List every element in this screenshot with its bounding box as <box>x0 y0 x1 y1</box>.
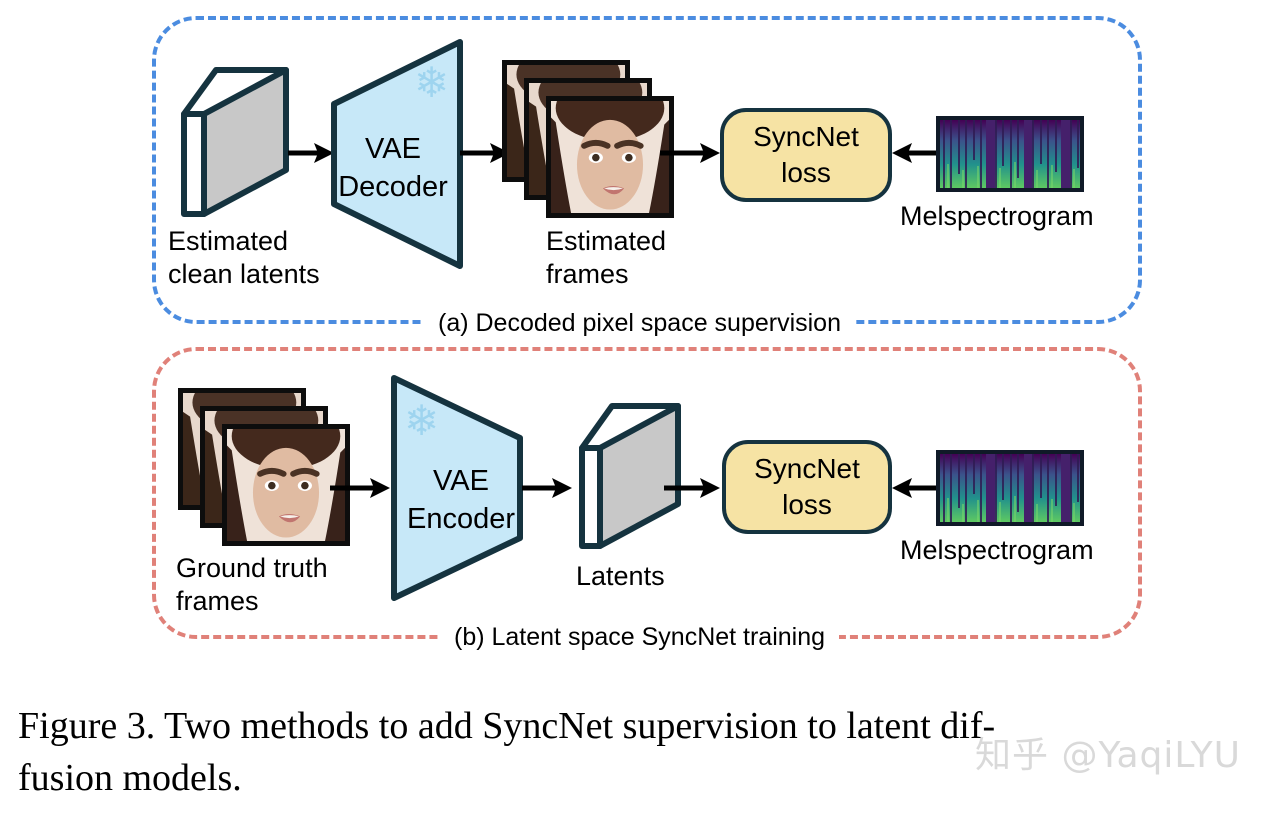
syncnet-loss-line1: SyncNet <box>753 121 859 152</box>
arrow-frames-to-loss-a <box>660 140 722 166</box>
estimated-clean-latents-slab-icon <box>176 62 294 222</box>
snowflake-icon: ❄ <box>404 397 440 444</box>
snowflake-icon: ❄ <box>414 59 450 106</box>
vae-decoder-block: ❄ VAE Decoder <box>318 38 468 270</box>
syncnet-loss-box-b: SyncNet loss <box>722 440 892 534</box>
latents-slab-icon <box>574 398 686 554</box>
syncnet-loss-box-a: SyncNet loss <box>720 108 892 202</box>
arrow-mel-to-loss-a <box>892 140 940 166</box>
estimated-frames-label: Estimated frames <box>546 226 667 289</box>
arrow-latents-to-vae-a <box>288 140 336 166</box>
ground-truth-frames-stack-icon <box>178 388 354 546</box>
melspectrogram-icon-a <box>936 116 1084 192</box>
syncnet-loss-line1: SyncNet <box>754 453 860 484</box>
vae-encoder-block: ❄ VAE Encoder <box>386 372 536 602</box>
arrow-vae-to-latents-b <box>522 475 574 501</box>
estimated-frames-stack-icon <box>502 60 678 218</box>
melspectrogram-label-b: Melspectrogram <box>900 535 1094 565</box>
watermark: 知乎 @YaqiLYU <box>975 735 1242 776</box>
arrow-vae-to-frames-a <box>460 140 512 166</box>
arrow-latents-to-loss-b <box>664 475 722 501</box>
face-frame-front <box>222 424 350 546</box>
ground-truth-frames-label: Ground truth frames <box>176 553 328 616</box>
syncnet-loss-line2: loss <box>782 489 832 520</box>
melspectrogram-icon-b <box>936 450 1084 526</box>
panel-a-caption: (a) Decoded pixel space supervision <box>424 308 855 338</box>
face-frame-front <box>546 96 674 218</box>
arrow-mel-to-loss-b <box>892 475 940 501</box>
panel-b-caption: (b) Latent space SyncNet training <box>440 622 840 652</box>
arrow-frames-to-vae-b <box>330 475 392 501</box>
melspectrogram-label-a: Melspectrogram <box>900 201 1094 231</box>
figure-caption: Figure 3. Two methods to add SyncNet sup… <box>18 705 996 799</box>
syncnet-loss-line2: loss <box>781 157 831 188</box>
latents-label: Latents <box>576 561 665 591</box>
estimated-clean-latents-label: Estimated clean latents <box>168 226 320 289</box>
